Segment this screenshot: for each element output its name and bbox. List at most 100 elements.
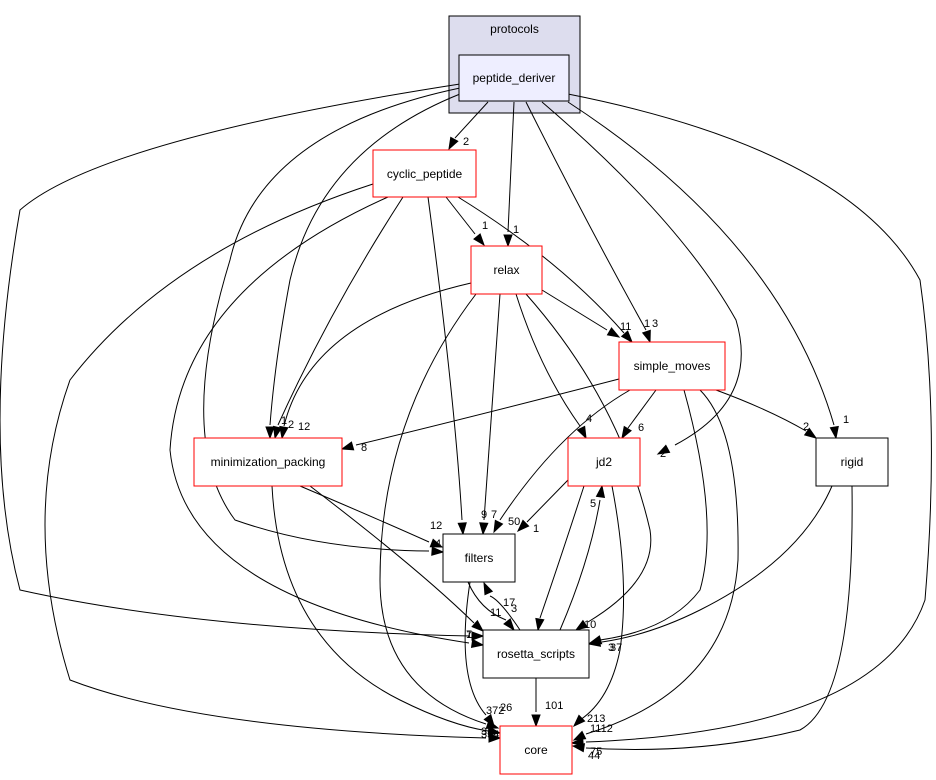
- edge-weight-label[interactable]: 372: [486, 705, 504, 717]
- edge-line: [467, 581, 507, 621]
- edge-jd2-to-core: 213: [572, 485, 625, 728]
- node-box: [372, 149, 477, 198]
- edge-jd2-to-filters: 1: [516, 479, 569, 535]
- edge-line: [309, 485, 475, 624]
- edge-weight-label[interactable]: 37: [610, 642, 622, 654]
- node-label: filters: [465, 551, 494, 565]
- edge-rosetta-scripts-to-core: 101: [531, 678, 563, 728]
- edge-weight-label[interactable]: 1112: [590, 723, 613, 735]
- edge-line: [445, 196, 476, 235]
- edge-weight-label[interactable]: 5: [590, 498, 596, 510]
- arrowhead: [576, 425, 587, 440]
- edge-line: [567, 93, 932, 743]
- edge-line: [525, 101, 647, 331]
- edge-line: [541, 101, 742, 446]
- edge-weight-label[interactable]: 7: [466, 629, 472, 641]
- edge-relax-to-minimization-packing: 12: [279, 282, 472, 440]
- arrowhead: [471, 631, 485, 641]
- edge-weight-label[interactable]: 1: [281, 415, 287, 427]
- edge-line: [507, 101, 515, 233]
- node-cyclic-peptide[interactable]: cyclic_peptide: [372, 149, 477, 198]
- node-box: [815, 437, 889, 487]
- edge-weight-label[interactable]: 8: [361, 442, 367, 454]
- node-rosetta-scripts[interactable]: rosetta_scripts: [482, 629, 590, 679]
- edge-weight-label[interactable]: 10: [584, 619, 596, 631]
- arrowhead: [656, 444, 671, 455]
- node-peptide-deriver[interactable]: peptide_deriver: [458, 54, 570, 102]
- edge-weight-label[interactable]: 6: [638, 422, 644, 434]
- edge-weight-label[interactable]: 44: [588, 750, 600, 762]
- arrowhead: [279, 425, 289, 440]
- edge-weight-label[interactable]: 26: [500, 702, 512, 714]
- edge-weight-label[interactable]: 3: [608, 642, 614, 654]
- edge-weight-label[interactable]: 3: [511, 603, 517, 615]
- arrowhead: [535, 617, 545, 632]
- edge-weight-label[interactable]: 2: [660, 448, 666, 460]
- arrowhead: [503, 618, 515, 632]
- edge-weight-label[interactable]: 7: [491, 509, 497, 521]
- arrowhead: [265, 426, 275, 440]
- edge-peptide-deriver-to-minimization-packing: 1: [265, 93, 461, 440]
- node-relax[interactable]: relax: [470, 245, 543, 295]
- edge-simple-moves-to-filters: 50: [493, 389, 631, 534]
- edge-line: [355, 378, 620, 446]
- edge-line: [525, 293, 652, 623]
- edge-weight-label[interactable]: 213: [587, 713, 605, 725]
- node-label: rigid: [841, 455, 864, 469]
- edge-weight-label[interactable]: 1: [466, 629, 472, 641]
- arrowhead: [493, 519, 504, 534]
- edge-weight-label[interactable]: 1: [644, 318, 650, 330]
- edge-weight-label[interactable]: 1: [533, 523, 539, 535]
- edge-weight-label[interactable]: 2: [463, 136, 469, 148]
- edge-line: [567, 101, 835, 426]
- node-rigid[interactable]: rigid: [815, 437, 889, 487]
- edge-weight-label[interactable]: 2: [803, 421, 809, 433]
- node-box: [458, 54, 570, 102]
- edge-weight-label[interactable]: 12: [430, 520, 442, 532]
- edge-weight-label[interactable]: 75: [590, 746, 602, 758]
- arrowhead: [572, 730, 587, 741]
- arrowhead: [487, 726, 502, 736]
- edge-weight-label[interactable]: 35: [481, 726, 493, 738]
- edge-weight-label[interactable]: 1: [843, 414, 849, 426]
- edge-weight-label[interactable]: 17: [503, 597, 515, 609]
- edge-line: [299, 485, 430, 543]
- arrowhead: [574, 619, 589, 631]
- edge-peptide-deriver-to-rosetta-scripts: 7: [0, 83, 485, 641]
- node-core[interactable]: core: [499, 725, 573, 775]
- edge-rosetta-scripts-to-jd2: 5: [559, 484, 606, 631]
- edge-weight-label[interactable]: 11: [490, 607, 501, 619]
- edge-line: [464, 581, 487, 716]
- arrowhead: [829, 425, 839, 440]
- node-label: rosetta_scripts: [497, 647, 575, 661]
- edge-line: [526, 479, 569, 523]
- node-filters[interactable]: filters: [442, 533, 516, 583]
- arrowhead: [803, 427, 818, 439]
- edge-weight-label[interactable]: 1: [482, 220, 488, 232]
- node-minimization-packing[interactable]: minimization_packing: [193, 437, 343, 487]
- edge-rigid-to-rosetta-scripts: 3: [587, 485, 833, 654]
- edge-weight-label[interactable]: 12: [298, 421, 310, 433]
- edge-weight-label[interactable]: 11: [620, 321, 631, 333]
- node-label: relax: [493, 263, 519, 277]
- edge-line: [379, 293, 487, 725]
- edge-weight-label[interactable]: 2: [288, 419, 294, 431]
- edge-line: [454, 101, 489, 139]
- edge-weight-label[interactable]: 1: [513, 224, 519, 236]
- arrowhead: [587, 637, 602, 647]
- edge-line: [169, 196, 470, 644]
- edge-minimization-packing-to-core: 35: [271, 485, 502, 738]
- edge-peptide-deriver-to-core: 44: [567, 93, 932, 762]
- arrowhead: [516, 519, 530, 533]
- edges-layer: 2131214744112913541112471037286250371112…: [0, 83, 932, 762]
- edge-weight-label[interactable]: 3: [652, 318, 658, 330]
- node-jd2[interactable]: jd2: [567, 437, 641, 487]
- edge-line: [489, 595, 521, 631]
- node-simple-moves[interactable]: simple_moves: [618, 341, 726, 391]
- node-label: core: [524, 743, 548, 757]
- edge-line: [715, 389, 807, 432]
- node-label: simple_moves: [634, 359, 711, 373]
- edge-weight-label[interactable]: 50: [508, 516, 520, 528]
- edge-weight-label[interactable]: 101: [545, 700, 563, 712]
